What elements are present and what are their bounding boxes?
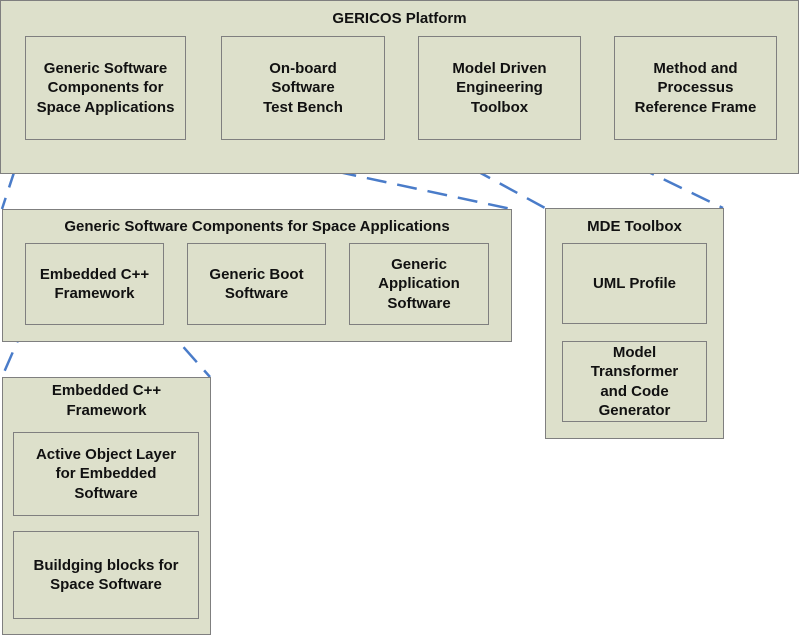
mde-component-transformer[interactable]: Model Transformer and Code Generator [562, 341, 707, 422]
ecf-title: Embedded C++ Framework [51, 382, 162, 419]
platform-component-gsc[interactable]: Generic Software Components for Space Ap… [25, 36, 186, 140]
gsc-component-ecf-label: Embedded C++ Framework [39, 265, 150, 303]
platform-component-gsc-label: Generic Software Components for Space Ap… [36, 59, 175, 116]
gericos-platform-title: GERICOS Platform [332, 10, 467, 27]
gsc-title: Generic Software Components for Space Ap… [64, 218, 450, 235]
platform-component-method-frame-label: Method and Processus Reference Frame [634, 59, 757, 116]
platform-component-mde-toolbox-label: Model Driven Engineering Toolbox [452, 59, 547, 116]
gsc-component-application-label: Generic Application Software [378, 255, 460, 312]
ecf-component-building-blocks[interactable]: Buildging blocks for Space Software [13, 531, 199, 619]
ecf-component-building-blocks-label: Buildging blocks for Space Software [33, 556, 179, 594]
gsc-component-application[interactable]: Generic Application Software [349, 243, 489, 325]
platform-component-test-bench[interactable]: On-board Software Test Bench [221, 36, 385, 140]
platform-component-mde-toolbox[interactable]: Model Driven Engineering Toolbox [418, 36, 581, 140]
mde-title: MDE Toolbox [587, 218, 682, 235]
mde-component-uml-profile-label: UML Profile [592, 274, 677, 292]
gsc-component-boot[interactable]: Generic Boot Software [187, 243, 326, 325]
platform-component-test-bench-label: On-board Software Test Bench [263, 59, 343, 116]
platform-component-method-frame[interactable]: Method and Processus Reference Frame [614, 36, 777, 140]
mde-component-uml-profile[interactable]: UML Profile [562, 243, 707, 324]
ecf-component-active-object-label: Active Object Layer for Embedded Softwar… [35, 445, 177, 502]
ecf-component-active-object[interactable]: Active Object Layer for Embedded Softwar… [13, 432, 199, 516]
mde-component-transformer-label: Model Transformer and Code Generator [590, 343, 679, 420]
gsc-component-ecf[interactable]: Embedded C++ Framework [25, 243, 164, 325]
gsc-component-boot-label: Generic Boot Software [209, 265, 304, 303]
